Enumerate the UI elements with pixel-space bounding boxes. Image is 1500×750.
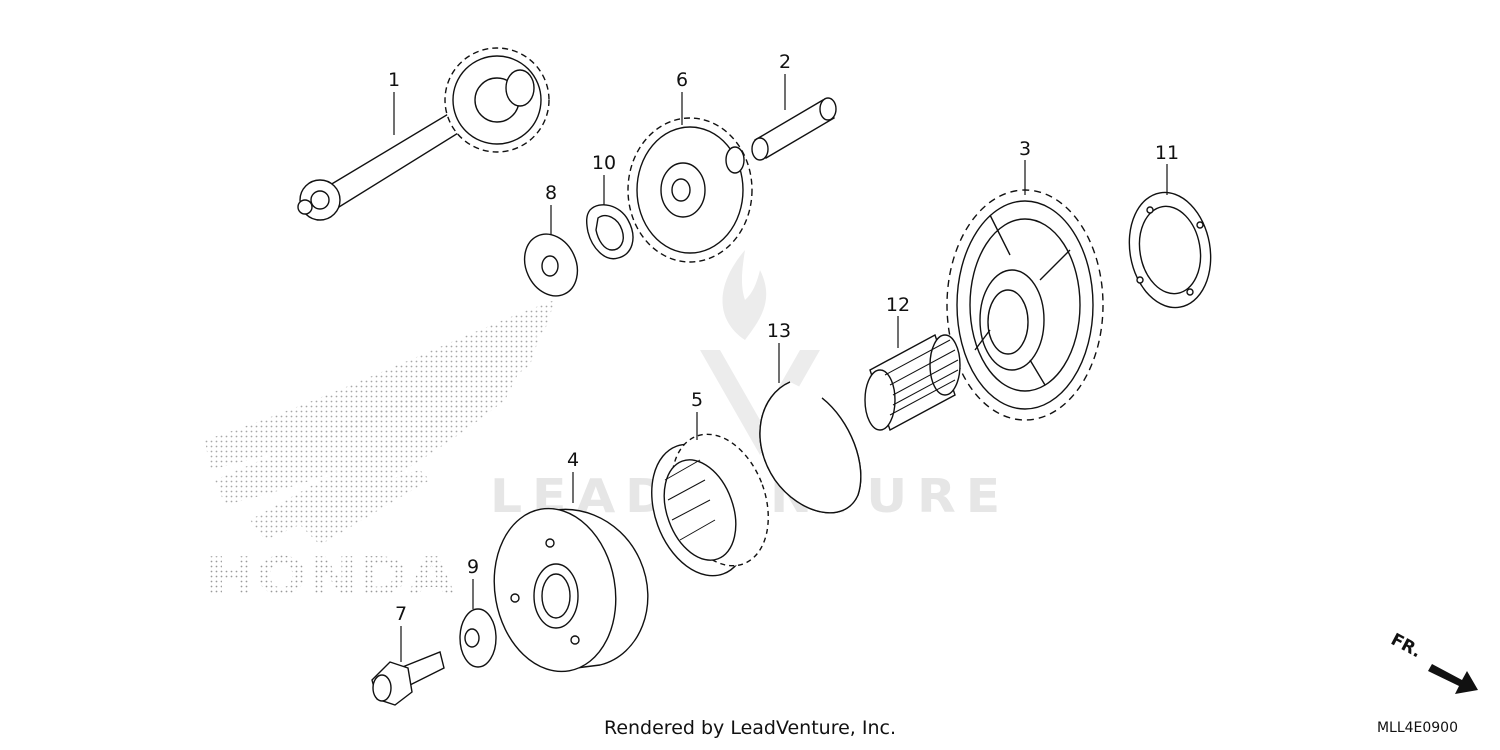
callout-8: 8: [545, 182, 557, 204]
callout-4: 4: [567, 449, 579, 471]
footer-credit: Rendered by LeadVenture, Inc.: [603, 717, 897, 739]
front-direction-label: FR.: [1387, 630, 1424, 662]
callout-leaders: [393, 74, 1168, 662]
callout-3: 3: [1019, 138, 1031, 160]
part-8-washer[interactable]: [515, 225, 587, 304]
part-5-one-way-clutch[interactable]: [634, 421, 785, 590]
honda-wing-watermark: [205, 300, 555, 545]
callout-12: 12: [886, 294, 910, 316]
arrow-icon: [1428, 664, 1478, 694]
part-3-starter-clutch-gear[interactable]: [946, 189, 1104, 421]
callout-2: 2: [779, 51, 791, 73]
callout-5: 5: [691, 389, 703, 411]
part-1-countershaft[interactable]: [297, 47, 550, 221]
part-13-snap-ring[interactable]: [759, 381, 862, 514]
part-6-reduction-gear[interactable]: [627, 117, 753, 263]
callout-11: 11: [1155, 142, 1179, 164]
part-4-starter-clutch-outer[interactable]: [482, 499, 649, 681]
callout-1: 1: [388, 69, 400, 91]
part-9-washer[interactable]: [459, 608, 497, 668]
part-7-flange-bolt[interactable]: [371, 651, 445, 706]
callout-7: 7: [395, 603, 407, 625]
part-11-thrust-washer[interactable]: [1121, 186, 1220, 314]
part-2-collar[interactable]: [751, 97, 837, 161]
honda-brand-watermark: HONDA: [205, 547, 455, 607]
part-10-lock-washer[interactable]: [585, 204, 634, 260]
callout-9: 9: [467, 556, 479, 578]
callout-10: 10: [592, 152, 616, 174]
callout-6: 6: [676, 69, 688, 91]
callout-13: 13: [767, 320, 791, 342]
front-direction-arrow: FR.: [1387, 630, 1478, 694]
part-12-needle-bearing[interactable]: [864, 333, 961, 432]
callouts: 1 2 3 4 5 6 7 8 9 10 11 12 13: [388, 51, 1179, 625]
diagram-code: MLL4E0900: [1376, 720, 1458, 736]
